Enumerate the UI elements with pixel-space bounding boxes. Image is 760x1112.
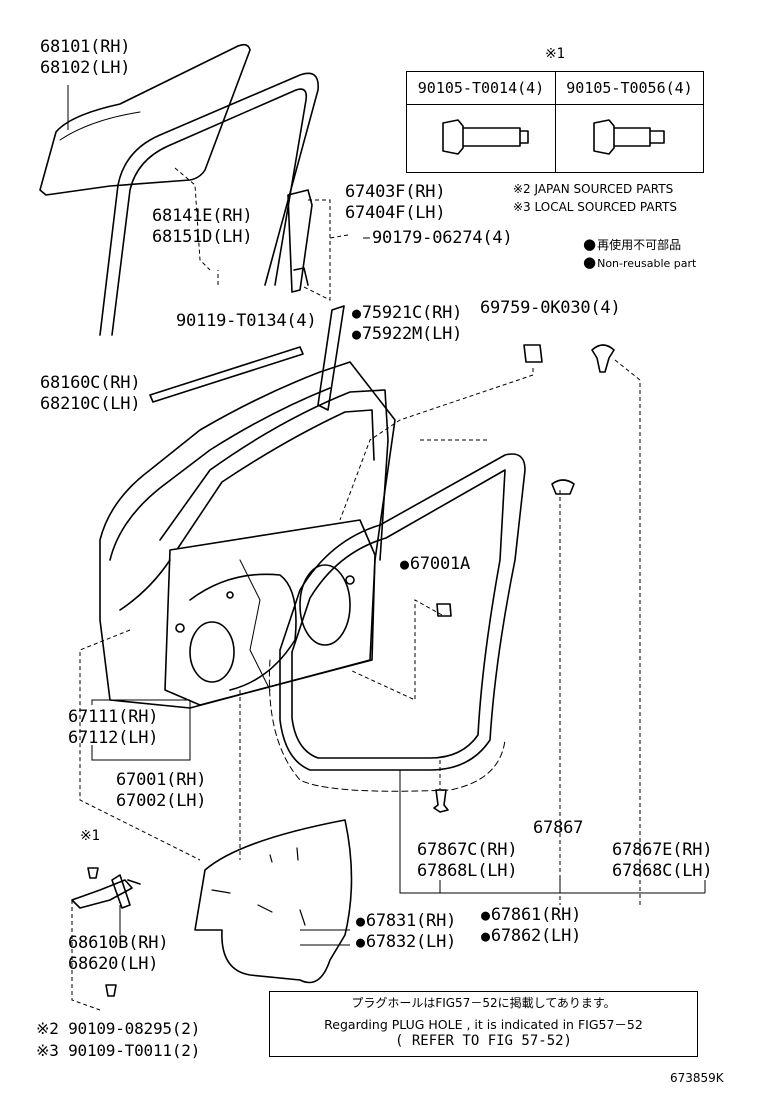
- belt-weatherstrip-shape: [149, 346, 304, 403]
- clip-top-right-shape: [591, 344, 615, 373]
- bolt-table-mark: ※1: [545, 46, 565, 62]
- label-clip-67867e: 67867E(RH)67868C(LH): [612, 840, 713, 881]
- legend-local-sourced: ※3 LOCAL SOURCED PARTS: [513, 200, 677, 214]
- clip-67867c-shape: [433, 789, 449, 813]
- bolt-icon-1: [442, 119, 529, 155]
- label-clip-67867c: 67867C(RH)67868L(LH): [417, 840, 518, 881]
- label-run-channel: 68141E(RH)68151D(LH): [152, 206, 253, 247]
- legend-non-reusable-en: Non-reusable part: [583, 254, 696, 272]
- moulding-shape: [317, 305, 345, 411]
- label-door-panel-sub: 67111(RH)67112(LH): [68, 707, 159, 748]
- label-door-panel: 67001(RH)67002(LH): [116, 770, 207, 811]
- label-moulding: 75921C(RH)75922M(LH): [352, 303, 463, 345]
- plug-hole-note: プラグホールはFIG57－52に掲載してあります。 Regarding PLUG…: [269, 991, 698, 1057]
- clip-mid-right-shape: [551, 479, 575, 495]
- door-shell-outer: [99, 361, 396, 709]
- label-clip-69759: 69759-0K030(4): [480, 298, 621, 318]
- label-window-glass: 68101(RH)68102(LH): [40, 37, 131, 78]
- bolt-table-col1: 90105-T0014(4): [407, 72, 555, 105]
- non-reusable-dot-icon: [583, 257, 597, 270]
- non-reusable-dot-icon: [583, 238, 597, 252]
- plug-67001a-shape: [436, 603, 452, 617]
- rear-sash-shape: [287, 189, 313, 293]
- label-nut-90179: 90179-06274(4): [372, 228, 513, 248]
- label-bolt-90119: 90119-T0134(4): [176, 311, 317, 331]
- label-door-hole-plug: 67001A: [400, 554, 470, 575]
- run-channel-shape: [99, 72, 319, 336]
- note-line-jp: プラグホールはFIG57－52に掲載してあります。: [351, 996, 616, 1010]
- note-line-en: Regarding PLUG HOLE , it is indicated in…: [324, 1017, 643, 1032]
- label-hinge-mark: ※1: [80, 828, 100, 844]
- legend-japan-sourced: ※2 JAPAN SOURCED PARTS: [513, 182, 674, 196]
- note-line-ref: ( REFER TO FIG 57-52): [394, 1033, 572, 1049]
- clip-69759-shape: [523, 344, 543, 363]
- weatherstrip-loop: [279, 453, 526, 771]
- label-weatherstrip: 67867: [533, 818, 584, 838]
- label-rear-sash: 67403F(RH)67404F(LH): [345, 182, 446, 223]
- label-service-hole-cover: 67831(RH)67832(LH): [356, 911, 457, 953]
- label-bolt-local: ※3 90109-T0011(2): [36, 1041, 201, 1060]
- door-frame-inner: [159, 389, 389, 561]
- window-glass-shape: [39, 43, 251, 196]
- label-bolt-japan: ※2 90109-08295(2): [36, 1019, 201, 1038]
- bolt-icon-2: [593, 119, 665, 155]
- bolt-table-divider: [555, 72, 556, 172]
- label-door-weatherstrip: 67861(RH)67862(LH): [481, 905, 582, 947]
- label-belt-weatherstrip: 68160C(RH)68210C(LH): [40, 373, 141, 414]
- legend-non-reusable-jp: 再使用不可部品: [583, 236, 681, 253]
- bolt-table: 90105-T0014(4) 90105-T0056(4): [406, 71, 704, 173]
- bolt-table-col2: 90105-T0056(4): [556, 72, 703, 105]
- diagram-id: 673859K: [670, 1071, 724, 1085]
- label-hinge: 68610B(RH)68620(LH): [68, 933, 169, 974]
- hinge-shape: [71, 879, 133, 909]
- inner-panel-shape: [164, 519, 376, 706]
- service-hole-cover-shape: [194, 819, 353, 984]
